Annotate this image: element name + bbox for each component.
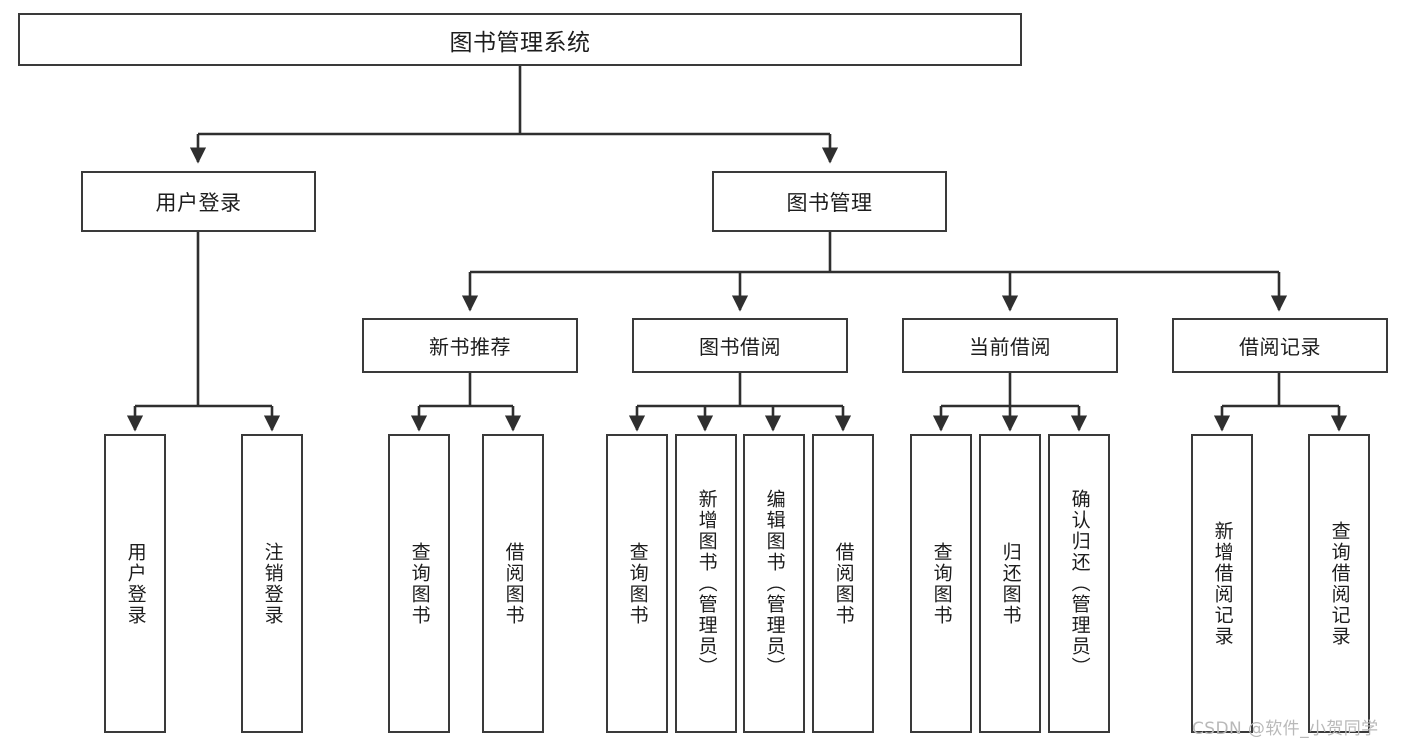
node-label: 新增图书（管理员）: [695, 489, 718, 678]
node-label: 借阅记录: [1239, 335, 1321, 359]
node-label: 编辑图书（管理员）: [763, 489, 786, 678]
csdn-watermark: CSDN @软件_小贺同学: [1192, 719, 1379, 739]
node-label: 查询图书: [408, 541, 431, 626]
node-label: 归还图书: [999, 541, 1022, 626]
node-label: 查询图书: [930, 541, 953, 626]
node-label: 查询借阅记录: [1328, 520, 1351, 647]
leaf-borrow-book-recommend[interactable]: 借阅图书: [482, 434, 544, 733]
leaf-return-book[interactable]: 归还图书: [979, 434, 1041, 733]
node-label: 借阅图书: [832, 541, 855, 626]
node-label: 借阅图书: [502, 541, 525, 626]
node-book-management[interactable]: 图书管理: [712, 171, 947, 232]
node-label: 新增借阅记录: [1211, 520, 1234, 647]
leaf-query-book-recommend[interactable]: 查询图书: [388, 434, 450, 733]
node-label: 确认归还（管理员）: [1068, 489, 1091, 678]
node-label: 图书借阅: [699, 335, 781, 359]
node-label: 查询图书: [626, 541, 649, 626]
node-label: 注销登录: [261, 541, 284, 626]
leaf-user-login[interactable]: 用户登录: [104, 434, 166, 733]
leaf-query-book-borrow[interactable]: 查询图书: [606, 434, 668, 733]
node-new-book-recommend[interactable]: 新书推荐: [362, 318, 578, 373]
leaf-query-book-current[interactable]: 查询图书: [910, 434, 972, 733]
leaf-add-book-admin[interactable]: 新增图书（管理员）: [675, 434, 737, 733]
node-label: 图书管理: [786, 190, 873, 215]
node-label: 当前借阅: [969, 335, 1051, 359]
node-label: 新书推荐: [429, 335, 511, 359]
node-label: 图书管理系统: [449, 29, 591, 56]
leaf-borrow-book[interactable]: 借阅图书: [812, 434, 874, 733]
node-borrow-record[interactable]: 借阅记录: [1172, 318, 1388, 373]
node-current-borrow[interactable]: 当前借阅: [902, 318, 1118, 373]
leaf-logout[interactable]: 注销登录: [241, 434, 303, 733]
leaf-edit-book-admin[interactable]: 编辑图书（管理员）: [743, 434, 805, 733]
leaf-add-borrow-record[interactable]: 新增借阅记录: [1191, 434, 1253, 733]
node-root-system[interactable]: 图书管理系统: [18, 13, 1022, 66]
node-user-login[interactable]: 用户登录: [81, 171, 316, 232]
node-label: 用户登录: [124, 541, 147, 626]
leaf-query-borrow-record[interactable]: 查询借阅记录: [1308, 434, 1370, 733]
leaf-confirm-return-admin[interactable]: 确认归还（管理员）: [1048, 434, 1110, 733]
node-book-borrow[interactable]: 图书借阅: [632, 318, 848, 373]
node-label: 用户登录: [155, 190, 242, 215]
